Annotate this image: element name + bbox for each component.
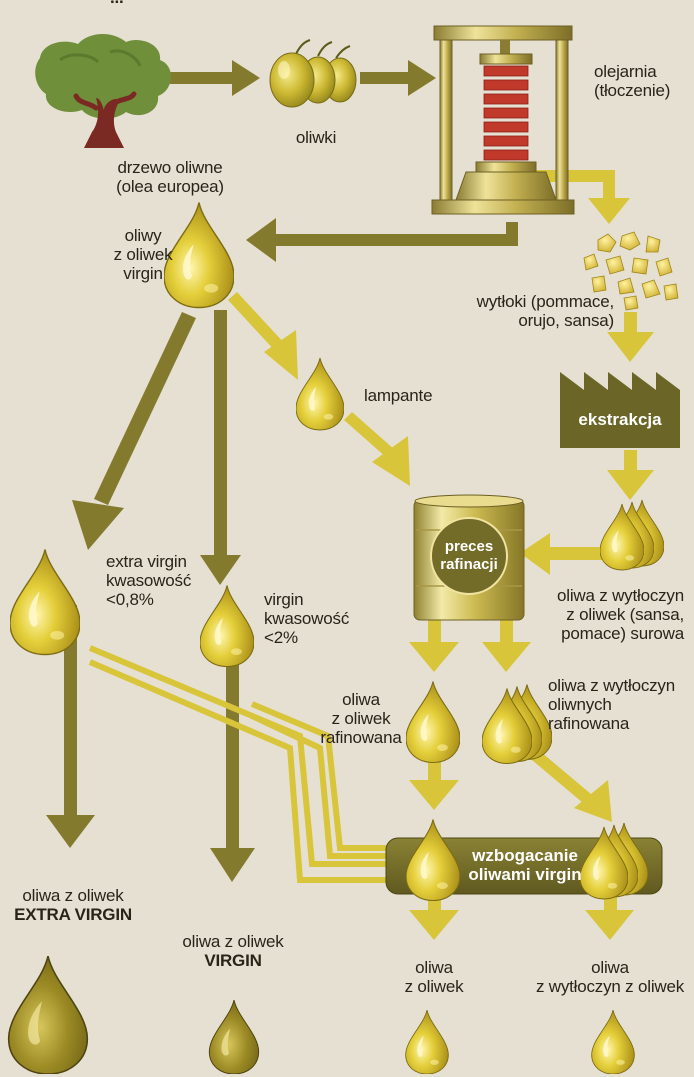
olives-label: oliwki [295, 128, 337, 147]
press-label: olejarnia (tłoczenie) [594, 62, 670, 100]
arrow-olives-to-press [360, 60, 436, 96]
press-label-line1: olejarnia [594, 62, 657, 81]
product-pomace-oil-drop [591, 1010, 635, 1074]
virgin-label: virgin kwasowość <2% [264, 590, 349, 647]
tree-label-line1: drzewo oliwne [117, 158, 223, 177]
product-virgin-label-line2: VIRGIN [204, 951, 262, 970]
arrow-tree-to-olives [170, 60, 260, 96]
product-extra-virgin-label: oliwa z oliwek EXTRA VIRGIN [10, 886, 136, 924]
product-olive-oil-label: oliwa z oliwek [386, 958, 482, 996]
pomace-icon [583, 231, 679, 311]
arrow-refining-to-refined-pomace [482, 620, 531, 672]
refined-olive-oil-label-line1: oliwa [342, 690, 380, 709]
refining-label-line2: rafinacji [440, 556, 498, 573]
pomace-label-line1: wytłoki (pommace, [476, 292, 615, 311]
refined-pomace-oil-label-line3: rafinowana [548, 714, 630, 733]
arrow-refining-to-refined-olive [409, 620, 459, 672]
virgin-oils-label-line2: z oliwek [113, 245, 173, 264]
refined-pomace-oil-label: oliwa z wytłoczyn oliwnych rafinowana [548, 676, 675, 733]
tree-label: drzewo oliwne (olea europea) [110, 158, 230, 196]
extra-virgin-drop [10, 548, 80, 656]
olive-press-icon [431, 25, 575, 215]
refined-pomace-oil-label-line2: oliwnych [548, 695, 612, 714]
refined-olive-oil-drop [406, 680, 460, 764]
virgin-label-line2: kwasowość [264, 609, 350, 628]
enrichment-feed-lines [88, 645, 392, 883]
virgin-drop [200, 584, 254, 668]
lampante-drop [296, 357, 344, 431]
virgin-label-line3: <2% [264, 628, 298, 647]
enrich-olive-drop [406, 818, 460, 902]
extraction-label: ekstrakcja [578, 410, 662, 429]
arrow-virgin-to-lampante [228, 292, 298, 380]
extra-virgin-label: extra virgin kwasowość <0,8% [106, 552, 191, 609]
lampante-label: lampante [364, 386, 433, 405]
refined-pomace-oil-label-line1: oliwa z wytłoczyn [548, 676, 675, 695]
refined-pomace-oil-drops [482, 683, 552, 765]
virgin-oils-drop [164, 201, 234, 309]
extra-virgin-label-line1: extra virgin [106, 552, 187, 571]
arrow-virgin-down [210, 650, 255, 882]
product-pomace-oil-label-line1: oliwa [591, 958, 629, 977]
product-pomace-oil-label-line2: z wytłoczyn z oliwek [535, 977, 685, 996]
factory-icon [560, 372, 680, 448]
arrow-to-extra-virgin [72, 312, 196, 550]
product-olive-oil-label-line1: oliwa [415, 958, 453, 977]
virgin-oils-label: oliwy z oliwek virgin [112, 226, 174, 283]
pomace-label: wytłoki (pommace, orujo, sansa) [462, 292, 615, 330]
arrow-to-virgin [200, 310, 241, 585]
enrichment-label-line2: oliwami virgin [468, 865, 582, 884]
refined-olive-oil-label-line3: rafinowana [320, 728, 402, 747]
tree-label-line2: (olea europea) [116, 177, 224, 196]
crude-pomace-oil-label: oliwa z wytłoczyn z oliwek (sansa, pomac… [530, 586, 684, 643]
arrow-refined-pomace-to-enrich [532, 752, 612, 822]
pomace-label-line2: orujo, sansa) [518, 311, 614, 330]
crude-pomace-oil-drops [600, 499, 664, 571]
arrow-refined-olive-down [409, 762, 459, 810]
virgin-oils-label-line3: virgin [123, 264, 163, 283]
refining-label-line1: preces [444, 538, 494, 555]
enrichment-label: wzbogacanie oliwami virgin [455, 846, 595, 884]
arrow-press-to-virgin-oils [246, 218, 518, 262]
extra-virgin-label-line3: <0,8% [106, 590, 154, 609]
crude-pomace-oil-label-line1: oliwa z wytłoczyn [557, 586, 684, 605]
arrow-factory-to-crude [607, 450, 654, 500]
refining-label: preces rafinacji [431, 538, 507, 574]
refining-can-icon [413, 494, 525, 621]
product-extra-virgin-label-line1: oliwa z oliwek [22, 886, 124, 905]
olive-tree-icon [35, 33, 172, 148]
virgin-oils-label-line1: oliwy [124, 226, 162, 245]
enrichment-label-line1: wzbogacanie [472, 846, 578, 865]
arrow-extra-virgin-down [46, 605, 95, 848]
product-virgin-label: oliwa z oliwek VIRGIN [174, 932, 292, 970]
refined-olive-oil-label: oliwa z oliwek rafinowana [316, 690, 406, 747]
arrow-pomace-to-factory [607, 312, 654, 362]
crude-pomace-oil-label-line2: z oliwek (sansa, [566, 605, 684, 624]
crude-pomace-oil-label-line3: pomace) surowa [561, 624, 684, 643]
virgin-label-line1: virgin [264, 590, 304, 609]
product-extra-virgin-label-line2: EXTRA VIRGIN [14, 905, 132, 924]
product-virgin-drop [208, 1000, 260, 1074]
refined-olive-oil-label-line2: z oliwek [331, 709, 391, 728]
product-extra-virgin-drop [7, 956, 89, 1074]
arrow-crude-to-refining [520, 533, 603, 575]
arrow-lampante-to-refining [344, 412, 410, 486]
product-virgin-label-line1: oliwa z oliwek [182, 932, 284, 951]
cut-off-title: ... [110, 0, 124, 7]
press-label-line2: (tłoczenie) [594, 81, 671, 100]
olives-icon [269, 39, 357, 108]
product-olive-oil-label-line2: z oliwek [404, 977, 464, 996]
extra-virgin-label-line2: kwasowość [106, 571, 192, 590]
product-olive-oil-drop [405, 1010, 449, 1074]
product-pomace-oil-label: oliwa z wytłoczyn z oliwek [528, 958, 692, 996]
